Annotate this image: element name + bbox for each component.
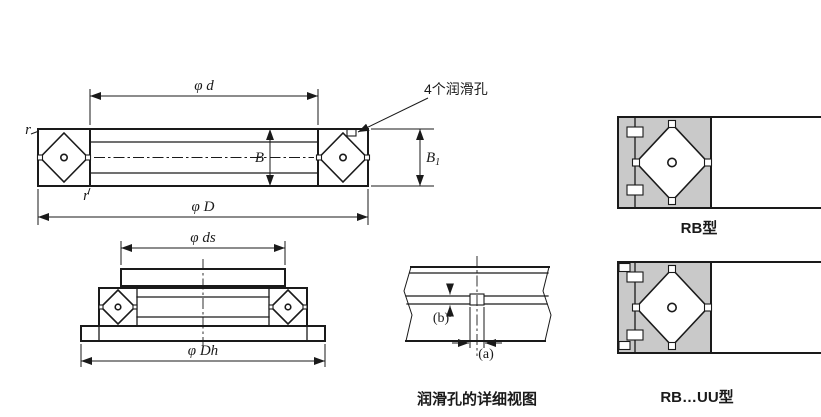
mounting-section-view: φ ds φ Dh: [80, 230, 326, 367]
dimension-phi-D: φ D: [37, 189, 369, 225]
raceway-notch: [631, 303, 641, 312]
dim-label-B: B: [255, 150, 264, 166]
raceway-notch: [667, 341, 677, 351]
roller-center: [666, 302, 677, 313]
chamfer-r-top: r: [25, 122, 40, 138]
rb-type-detail: RB型: [617, 116, 821, 237]
dim-label-phi-Dh: φ Dh: [188, 343, 218, 359]
lube-hole-detail-view: (a) (b) 润滑孔的详细视图: [403, 256, 552, 408]
lube-holes-callout: 4个润滑孔: [357, 81, 488, 133]
dimension-phi-d: φ d: [89, 78, 319, 125]
dimension-phi-Dh: φ Dh: [80, 343, 326, 367]
raceway-notch: [631, 158, 641, 167]
dimension-B1: B1: [371, 128, 440, 187]
raceway-notch: [98, 304, 104, 310]
seal-detail: [618, 262, 631, 273]
r-label-bottom: r: [83, 188, 89, 204]
dim-label-phi-d: φ d: [194, 78, 214, 94]
roller-center: [666, 157, 677, 168]
rb-uu-type-caption: RB…UU型: [660, 388, 733, 406]
raceway-notch: [667, 264, 677, 274]
break-line-left: [403, 266, 413, 342]
roller-left-center: [59, 153, 68, 162]
rb-type-caption: RB型: [681, 219, 718, 237]
raceway-notch: [703, 158, 713, 167]
dim-label-phi-ds: φ ds: [190, 230, 216, 246]
raceway-notch: [667, 119, 677, 129]
dim-label-B1: B1: [426, 150, 440, 168]
r-label-top: r: [25, 122, 31, 138]
roller-right-center: [284, 303, 292, 311]
lube-holes-label: 4个润滑孔: [424, 81, 488, 97]
detail-view-caption: 润滑孔的详细视图: [417, 390, 537, 408]
roller-right-center: [338, 153, 347, 162]
seal-detail: [618, 340, 631, 351]
break-line-right: [542, 266, 552, 342]
retainer-detail: [626, 329, 644, 341]
roller-left-center: [114, 303, 122, 311]
dim-label-phi-D: φ D: [192, 199, 215, 215]
dimension-phi-ds: φ ds: [120, 230, 286, 265]
dimension-B: B: [255, 129, 274, 186]
retainer-detail: [626, 184, 644, 196]
raceway-notch: [268, 304, 274, 310]
bearing-section-view: φ d φ D B B1 4个润滑孔 r: [25, 78, 488, 225]
raceway-notch: [302, 304, 308, 310]
chamfer-r-bottom: r: [83, 187, 91, 204]
retainer-detail: [626, 126, 644, 138]
raceway-notch: [703, 303, 713, 312]
raceway-notch: [84, 154, 92, 161]
dimension-a: (a): [452, 307, 502, 362]
retainer-detail: [626, 271, 644, 283]
raceway-notch: [667, 196, 677, 206]
raceway-notch: [363, 154, 371, 161]
raceway-notch: [132, 304, 138, 310]
leader-line: [357, 97, 429, 133]
dim-label-a: (a): [478, 347, 494, 362]
raceway-notch: [315, 154, 323, 161]
raceway-notch: [36, 154, 44, 161]
dimension-b: (b): [433, 283, 454, 326]
dim-label-b: (b): [433, 311, 450, 326]
lube-hole: [346, 128, 357, 137]
rb-uu-type-detail: RB…UU型: [617, 261, 821, 406]
